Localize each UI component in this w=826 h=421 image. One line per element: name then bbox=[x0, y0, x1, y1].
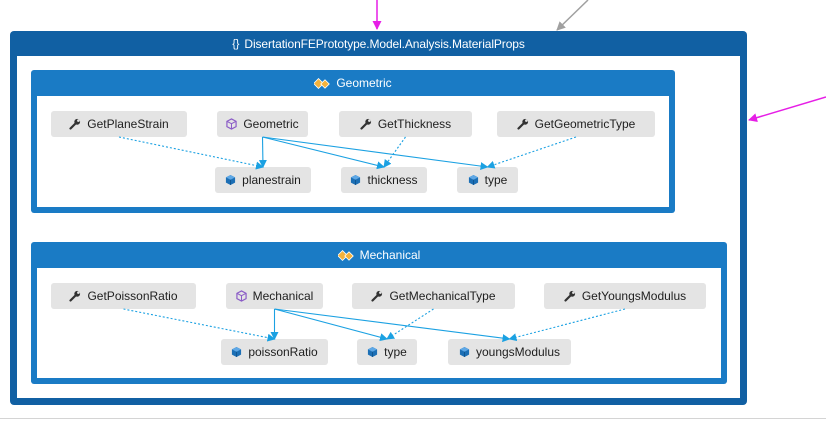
member-label: GetYoungsModulus bbox=[581, 289, 687, 303]
wrench-icon bbox=[564, 290, 576, 302]
constructor-cube-icon bbox=[226, 118, 237, 130]
class-header-geometric: Geometric bbox=[31, 70, 675, 96]
member-label: youngsModulus bbox=[475, 345, 561, 359]
external-incoming-link-gray bbox=[556, 0, 589, 31]
field-cube-icon bbox=[367, 346, 378, 358]
field-cube-icon bbox=[350, 174, 361, 186]
class-header-mechanical: Mechanical bbox=[31, 242, 727, 268]
member-field-poisson-ratio[interactable]: poissonRatio bbox=[221, 339, 328, 365]
member-label: Mechanical bbox=[252, 289, 314, 303]
class-icon bbox=[314, 76, 331, 90]
member-method-get-poisson-ratio[interactable]: GetPoissonRatio bbox=[51, 283, 196, 309]
field-cube-icon bbox=[225, 174, 236, 186]
bottom-divider bbox=[0, 418, 826, 419]
namespace-braces-icon: {} bbox=[232, 37, 240, 50]
namespace-header: {} DisertationFEPrototype.Model.Analysis… bbox=[10, 31, 747, 56]
field-cube-icon bbox=[459, 346, 470, 358]
member-label: poissonRatio bbox=[248, 345, 318, 359]
member-method-get-mechanical-type[interactable]: GetMechanicalType bbox=[352, 283, 515, 309]
member-constructor-geometric[interactable]: Geometric bbox=[217, 111, 308, 137]
class-title-mechanical: Mechanical bbox=[359, 248, 421, 262]
member-label: type bbox=[484, 173, 508, 187]
member-field-thickness[interactable]: thickness bbox=[341, 167, 427, 193]
wrench-icon bbox=[360, 118, 372, 130]
member-label: GetPlaneStrain bbox=[87, 117, 169, 131]
member-label: Geometric bbox=[243, 117, 299, 131]
wrench-icon bbox=[517, 118, 529, 130]
field-cube-icon bbox=[468, 174, 479, 186]
member-field-youngs-modulus[interactable]: youngsModulus bbox=[448, 339, 571, 365]
external-incoming-link-right bbox=[748, 96, 826, 123]
member-field-planestrain[interactable]: planestrain bbox=[215, 167, 311, 193]
class-icon bbox=[337, 248, 354, 262]
member-label: GetPoissonRatio bbox=[87, 289, 178, 303]
member-label: GetMechanicalType bbox=[389, 289, 496, 303]
member-label: type bbox=[384, 345, 407, 359]
namespace-title: DisertationFEPrototype.Model.Analysis.Ma… bbox=[244, 36, 525, 51]
class-title-geometric: Geometric bbox=[336, 76, 392, 90]
wrench-icon bbox=[69, 118, 81, 130]
member-label: thickness bbox=[367, 173, 418, 187]
member-method-get-thickness[interactable]: GetThickness bbox=[339, 111, 472, 137]
field-cube-icon bbox=[231, 346, 242, 358]
member-label: planestrain bbox=[242, 173, 301, 187]
constructor-cube-icon bbox=[235, 290, 247, 302]
member-method-get-plane-strain[interactable]: GetPlaneStrain bbox=[51, 111, 187, 137]
wrench-icon bbox=[371, 290, 383, 302]
member-field-type[interactable]: type bbox=[457, 167, 518, 193]
member-method-get-youngs-modulus[interactable]: GetYoungsModulus bbox=[544, 283, 706, 309]
member-label: GetGeometricType bbox=[534, 117, 636, 131]
member-field-type[interactable]: type bbox=[357, 339, 417, 365]
member-constructor-mechanical[interactable]: Mechanical bbox=[226, 283, 323, 309]
member-label: GetThickness bbox=[377, 117, 452, 131]
member-method-get-geometric-type[interactable]: GetGeometricType bbox=[497, 111, 655, 137]
wrench-icon bbox=[69, 290, 81, 302]
